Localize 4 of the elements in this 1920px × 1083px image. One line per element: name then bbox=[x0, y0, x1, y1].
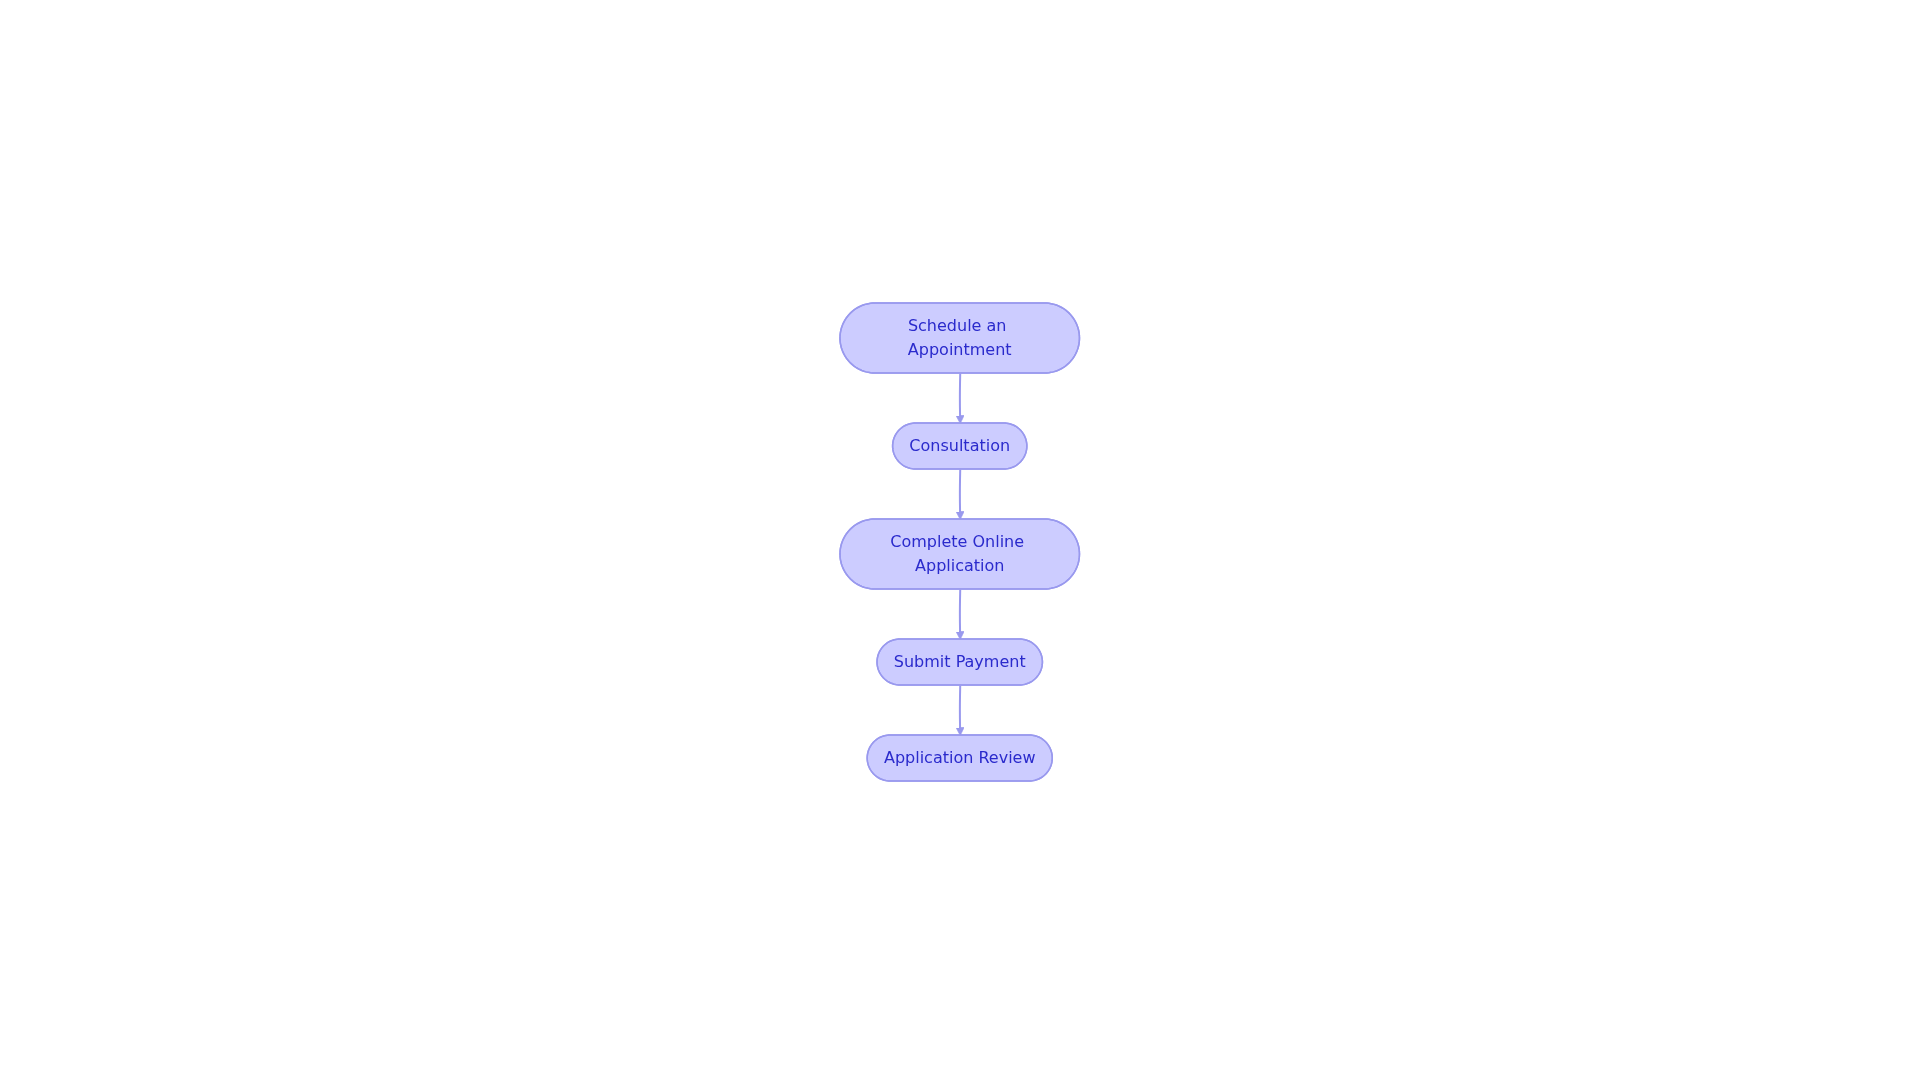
arrow bbox=[955, 372, 965, 424]
arrow bbox=[955, 588, 965, 640]
arrow bbox=[955, 468, 965, 520]
arrow bbox=[955, 684, 965, 736]
